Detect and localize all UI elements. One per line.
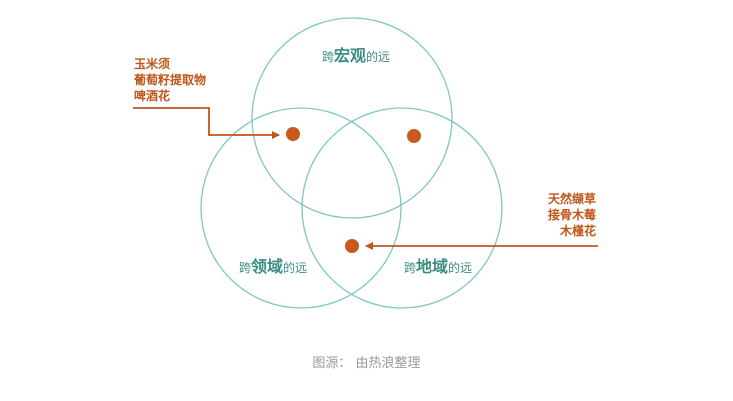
- label-domain-emphasis: 领域: [251, 257, 284, 276]
- dot-domain-region: [345, 239, 359, 253]
- left-arrow-line: [133, 107, 280, 139]
- circle-region: [301, 107, 503, 309]
- label-macro: 跨宏观的远: [322, 48, 390, 64]
- label-domain-suffix: 的远: [283, 261, 308, 275]
- circle-macro: [251, 17, 453, 219]
- label-region: 跨地域的远: [404, 259, 472, 275]
- circle-domain: [200, 107, 402, 309]
- label-macro-prefix: 跨: [322, 50, 335, 64]
- left-ingredient-list: 玉米须 葡萄籽提取物 啤酒花: [134, 56, 206, 104]
- label-domain: 跨领域的远: [239, 259, 307, 275]
- left-ingredient-item: 玉米须: [134, 57, 171, 71]
- label-region-emphasis: 地域: [416, 257, 449, 276]
- right-ingredient-item: 接骨木莓: [547, 208, 596, 222]
- left-ingredient-item: 啤酒花: [134, 89, 171, 103]
- label-region-prefix: 跨: [404, 261, 417, 275]
- label-macro-emphasis: 宏观: [334, 46, 367, 65]
- right-ingredient-item: 天然缬草: [547, 192, 596, 206]
- left-ingredient-item: 葡萄籽提取物: [134, 73, 207, 87]
- label-region-suffix: 的远: [448, 261, 473, 275]
- label-domain-prefix: 跨: [239, 261, 252, 275]
- label-macro-suffix: 的远: [366, 50, 391, 64]
- dot-macro-region: [407, 129, 421, 143]
- figure-caption: 图源： 由热浪整理: [312, 356, 421, 371]
- dot-macro-domain: [286, 127, 300, 141]
- right-ingredient-item: 木槿花: [559, 224, 596, 238]
- right-ingredient-list: 天然缬草 接骨木莓 木槿花: [548, 191, 596, 239]
